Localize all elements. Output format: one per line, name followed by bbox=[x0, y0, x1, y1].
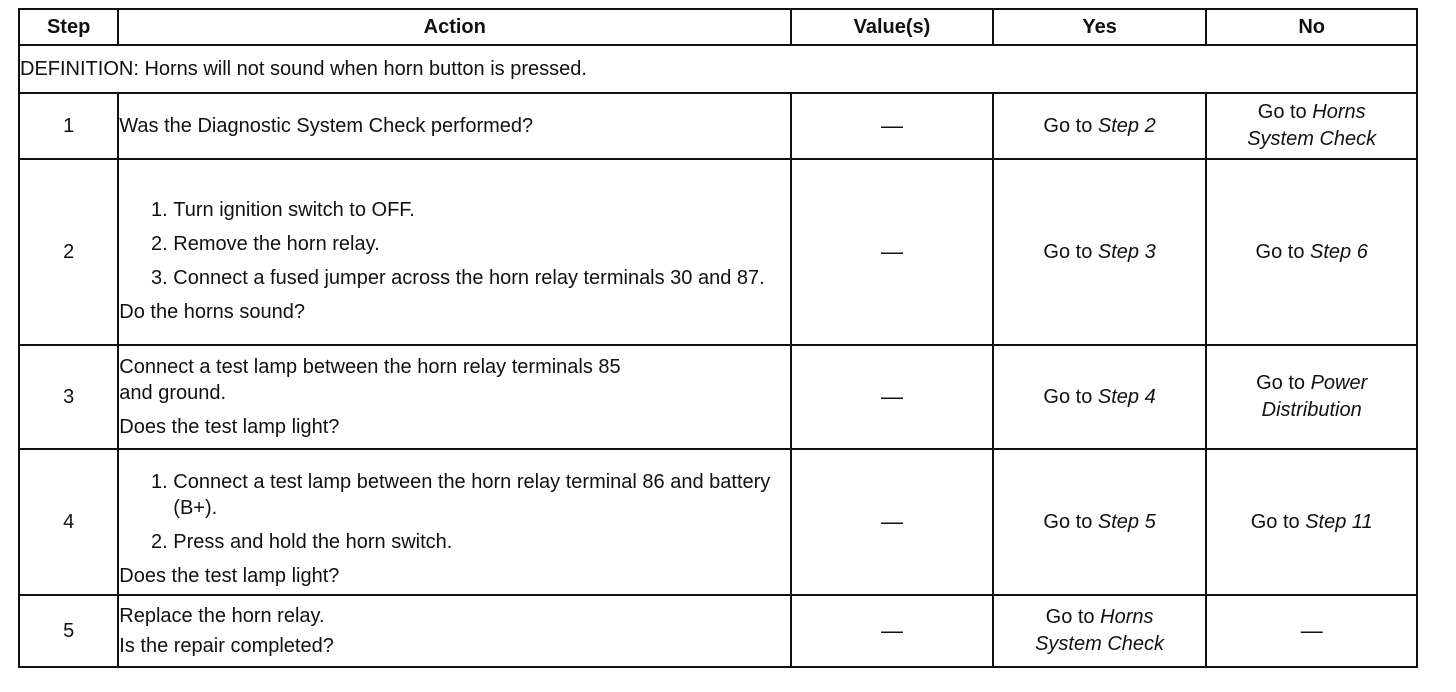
yes-link[interactable]: Step 2 bbox=[1097, 114, 1156, 137]
action-cell: Connect a test lamp between the horn rel… bbox=[117, 448, 793, 596]
action-list: Connect a test lamp between the horn rel… bbox=[119, 469, 790, 555]
action-text-continued: and ground. bbox=[119, 382, 227, 404]
table-row: 3 Connect a test lamp between the horn r… bbox=[17, 344, 1418, 450]
step-number: 1 bbox=[17, 92, 120, 160]
action-text: Connect a test lamp between the horn rel… bbox=[119, 356, 621, 378]
list-item: Turn ignition switch to OFF. bbox=[173, 197, 790, 223]
no-prefix: Go to bbox=[1257, 101, 1313, 123]
action-text: Replace the horn relay. bbox=[119, 605, 325, 627]
definition-text: DEFINITION: Horns will not sound when ho… bbox=[18, 44, 1418, 94]
value-cell: — bbox=[790, 92, 994, 160]
table-row: 5 Replace the horn relay. Is the repair … bbox=[17, 594, 1418, 668]
yes-link-continued[interactable]: System Check bbox=[1035, 633, 1165, 655]
yes-link[interactable]: Horns bbox=[1100, 606, 1154, 628]
diagnostic-table: Step Action Value(s) Yes No DEFINITION: … bbox=[17, 8, 1418, 668]
header-yes: Yes bbox=[991, 8, 1208, 46]
no-link[interactable]: Step 11 bbox=[1305, 510, 1373, 533]
yes-link[interactable]: Step 4 bbox=[1097, 385, 1156, 408]
yes-prefix: Go to bbox=[1045, 606, 1101, 628]
no-prefix: Go to bbox=[1250, 510, 1306, 533]
yes-link[interactable]: Step 5 bbox=[1097, 510, 1156, 533]
step-number: 4 bbox=[17, 448, 120, 596]
no-cell: Go to Step 6 bbox=[1205, 158, 1418, 346]
table-row: 4 Connect a test lamp between the horn r… bbox=[17, 448, 1418, 596]
no-link[interactable]: Step 6 bbox=[1310, 240, 1368, 263]
yes-prefix: Go to bbox=[1043, 510, 1098, 533]
action-text: Was the Diagnostic System Check performe… bbox=[119, 115, 534, 137]
value-cell: — bbox=[790, 448, 994, 596]
no-cell: — bbox=[1205, 594, 1418, 668]
no-link[interactable]: Horns bbox=[1312, 101, 1366, 123]
yes-prefix: Go to bbox=[1043, 240, 1098, 263]
yes-cell: Go to Step 2 bbox=[991, 92, 1208, 160]
yes-prefix: Go to bbox=[1043, 385, 1098, 408]
list-item: Connect a test lamp between the horn rel… bbox=[173, 469, 790, 521]
list-item: Connect a fused jumper across the horn r… bbox=[173, 265, 790, 291]
value-cell: — bbox=[790, 594, 994, 668]
no-link-continued[interactable]: Distribution bbox=[1261, 399, 1362, 421]
yes-cell: Go to Step 4 bbox=[991, 344, 1208, 450]
action-cell: Turn ignition switch to OFF. Remove the … bbox=[117, 158, 793, 346]
action-cell: Was the Diagnostic System Check performe… bbox=[117, 92, 793, 160]
list-item: Remove the horn relay. bbox=[173, 231, 790, 257]
step-number: 2 bbox=[17, 158, 120, 346]
header-row: Step Action Value(s) Yes No bbox=[17, 8, 1418, 46]
no-prefix: Go to bbox=[1256, 372, 1311, 394]
yes-cell: Go to Step 5 bbox=[991, 448, 1208, 596]
yes-link[interactable]: Step 3 bbox=[1097, 240, 1156, 263]
question-text: Does the test lamp light? bbox=[119, 565, 340, 587]
no-prefix: Go to bbox=[1255, 240, 1311, 263]
header-no: No bbox=[1205, 8, 1418, 46]
no-cell: Go to Horns System Check bbox=[1205, 92, 1418, 160]
no-cell: Go to Step 11 bbox=[1205, 448, 1418, 596]
step-number: 5 bbox=[17, 594, 120, 668]
no-link[interactable]: Power bbox=[1310, 372, 1368, 394]
header-values: Value(s) bbox=[790, 8, 994, 46]
table-row: 2 Turn ignition switch to OFF. Remove th… bbox=[17, 158, 1418, 346]
action-list: Turn ignition switch to OFF. Remove the … bbox=[119, 197, 790, 291]
question-text: Does the test lamp light? bbox=[119, 416, 340, 438]
no-cell: Go to Power Distribution bbox=[1205, 344, 1418, 450]
step-number: 3 bbox=[17, 344, 120, 450]
list-item: Press and hold the horn switch. bbox=[173, 529, 790, 555]
question-text: Do the horns sound? bbox=[119, 301, 305, 323]
header-action: Action bbox=[117, 8, 793, 46]
question-text: Is the repair completed? bbox=[119, 635, 334, 657]
header-step: Step bbox=[17, 8, 120, 46]
yes-prefix: Go to bbox=[1043, 114, 1098, 137]
action-cell: Connect a test lamp between the horn rel… bbox=[117, 344, 793, 450]
value-cell: — bbox=[790, 158, 994, 346]
action-cell: Replace the horn relay. Is the repair co… bbox=[117, 594, 793, 668]
yes-cell: Go to Step 3 bbox=[991, 158, 1208, 346]
table-row: 1 Was the Diagnostic System Check perfor… bbox=[17, 92, 1418, 160]
value-cell: — bbox=[790, 344, 994, 450]
definition-row: DEFINITION: Horns will not sound when ho… bbox=[18, 44, 1418, 94]
no-link-continued[interactable]: System Check bbox=[1247, 128, 1377, 150]
yes-cell: Go to Horns System Check bbox=[991, 594, 1208, 668]
